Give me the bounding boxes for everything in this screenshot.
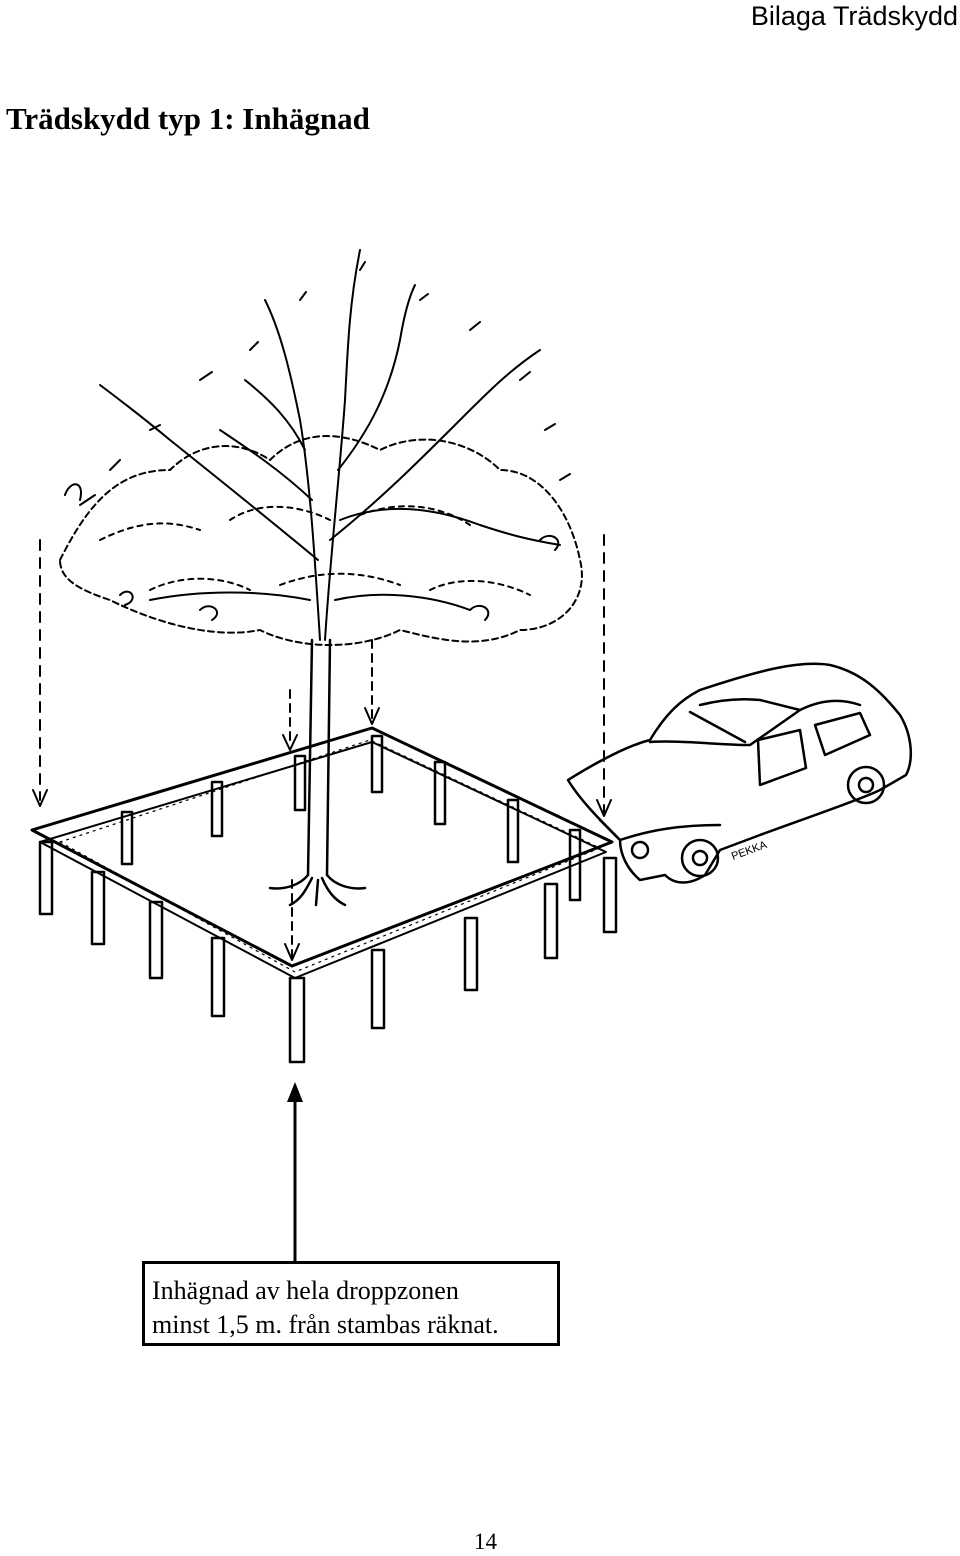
fence-rails bbox=[30, 726, 614, 979]
car-sketch bbox=[566, 662, 912, 884]
caption-line-1: Inhägnad av hela droppzonen bbox=[152, 1276, 459, 1305]
document-header: Bilaga Trädskydd bbox=[750, 1, 958, 31]
pointer-arrow bbox=[287, 1082, 303, 1262]
drip-zone-guides bbox=[32, 534, 612, 961]
caption-line-2: minst 1,5 m. från stambas räknat. bbox=[152, 1310, 499, 1339]
page-number: 14 bbox=[474, 1529, 497, 1554]
tree-branches bbox=[99, 249, 561, 641]
car-plate-text: PEKKA bbox=[730, 839, 769, 863]
page-title: Trädskydd typ 1: Inhägnad bbox=[6, 101, 370, 136]
fence-posts bbox=[38, 734, 618, 1064]
tree-crown bbox=[59, 261, 583, 646]
caption-box: Inhägnad av hela droppzonen minst 1,5 m.… bbox=[142, 1261, 560, 1346]
tree-enclosure-illustration: PEKKA bbox=[30, 249, 912, 1064]
tree-trunk bbox=[268, 638, 367, 907]
